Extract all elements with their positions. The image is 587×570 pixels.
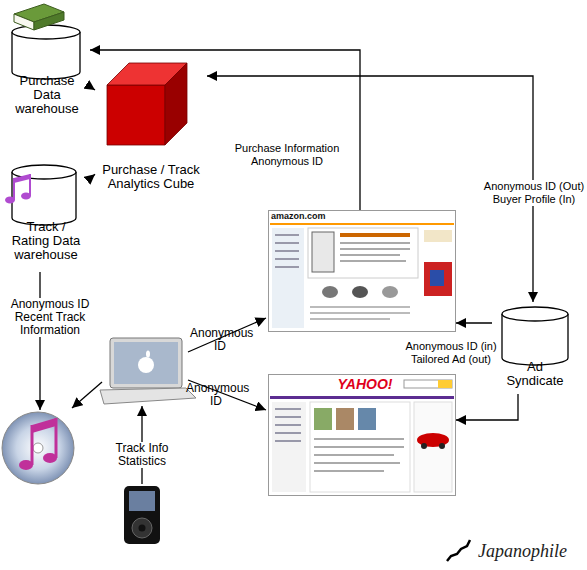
edge-label: Anonymous ID (in) Tailored Ad (out)	[402, 340, 500, 366]
database-cylinder: Purchase Data warehouse	[4, 2, 90, 114]
click-wheel	[132, 518, 152, 538]
laptop-lid	[110, 338, 182, 388]
screenshot-frame	[269, 375, 456, 496]
database-cylinder: Ad Syndicate	[492, 302, 578, 394]
site-logo: amazon.com	[271, 211, 341, 222]
database-cylinder: Track / Rating Data warehouse	[0, 160, 92, 270]
edge-label: Anonymous ID (Out) Buyer Profile (In)	[482, 180, 586, 206]
ipod-body	[124, 486, 160, 544]
connector	[456, 394, 518, 420]
note-stem	[31, 425, 34, 465]
note-stem	[55, 418, 58, 458]
watermark: Japanophile	[478, 541, 583, 561]
cylinder-body	[12, 172, 76, 225]
note-head	[43, 453, 57, 463]
ipod-screen	[129, 491, 155, 511]
cylinder-top	[12, 165, 76, 179]
laptop-base	[100, 388, 196, 404]
note-beam	[32, 418, 56, 433]
book-cover	[14, 4, 64, 22]
edge-label: Purchase Information Anonymous ID	[222, 142, 352, 168]
flow-label: Anonymous ID	[190, 327, 250, 353]
node-label: Track / Rating Data warehouse	[6, 220, 86, 262]
note-head	[19, 460, 33, 470]
flow-arrow	[72, 382, 102, 408]
japan-icon	[447, 540, 470, 561]
connector	[92, 174, 95, 177]
ipod-icon	[124, 486, 160, 544]
flow-label: Anonymous ID Recent Track Information	[0, 298, 100, 337]
site-logo: YAHOO!	[330, 376, 400, 392]
screenshot-frame	[269, 211, 456, 332]
laptop-screen	[114, 342, 178, 384]
apple-logo	[138, 357, 154, 373]
flow-label: Track Info Statistics	[112, 442, 172, 468]
connector	[456, 322, 492, 323]
cylinder-top	[12, 25, 80, 39]
connector	[90, 50, 360, 210]
cylinder-top	[502, 307, 568, 321]
flow-arrow	[39, 272, 40, 410]
node-label: Purchase / Track Analytics Cube	[95, 163, 207, 191]
analytics-cube: Purchase / Track Analytics Cube	[95, 55, 207, 200]
laptop-icon	[100, 338, 196, 404]
flow-arrow	[188, 318, 266, 352]
node-outline	[268, 210, 456, 332]
node-outline	[268, 374, 456, 496]
cube-side	[165, 63, 187, 145]
flow-label: Anonymous ID	[186, 382, 246, 408]
apple-leaf	[146, 351, 150, 358]
cube-front	[107, 85, 165, 145]
website-screenshot: YAHOO!	[268, 374, 456, 496]
node-label: Ad Syndicate	[505, 360, 565, 388]
cd-disc	[2, 412, 74, 484]
node-label: Purchase Data warehouse	[9, 74, 85, 116]
itunes-icon	[2, 412, 74, 484]
cd-hole	[33, 443, 43, 453]
center-button	[139, 525, 146, 532]
connector	[90, 87, 95, 90]
website-screenshot: amazon.com	[268, 210, 456, 332]
